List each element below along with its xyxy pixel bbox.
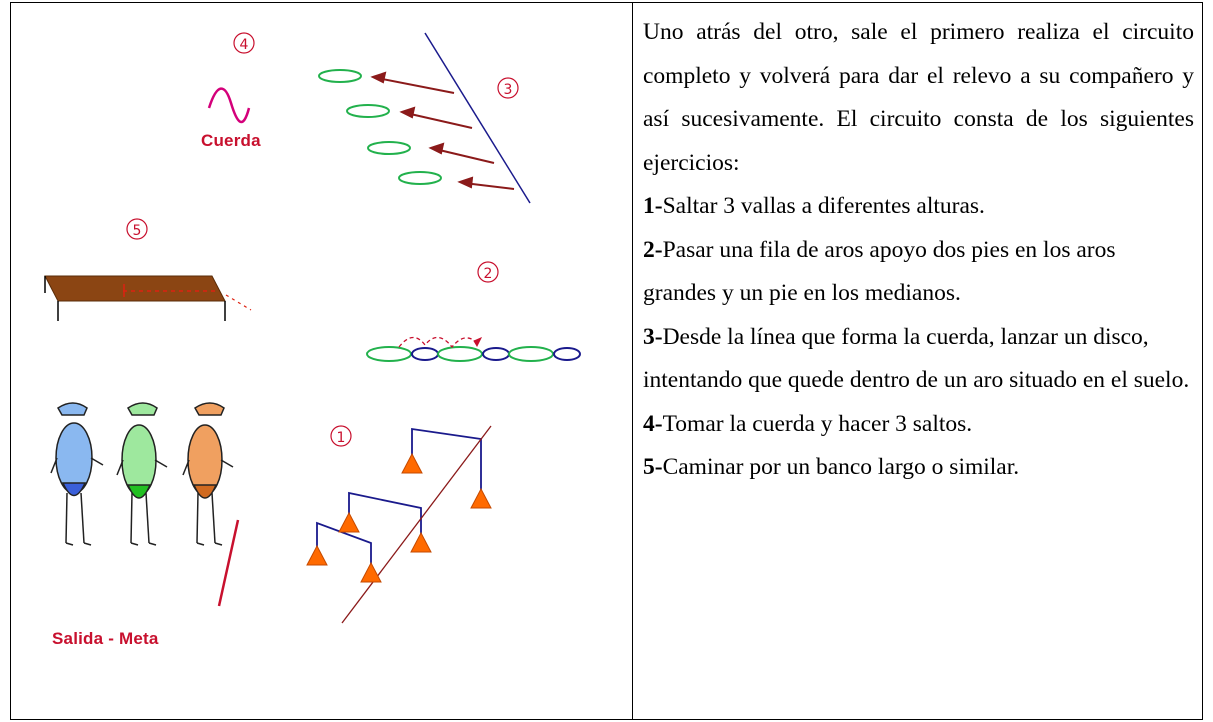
station-number-5: 5	[126, 218, 148, 240]
station-1-cones	[306, 452, 492, 583]
svg-text:5: 5	[133, 223, 142, 239]
svg-text:1: 1	[337, 430, 346, 446]
step-4: 4-Tomar la cuerda y hacer 3 saltos.	[643, 403, 1194, 447]
step-text: Caminar por un banco largo o similar.	[662, 454, 1020, 480]
step-number: 1-	[643, 193, 663, 219]
svg-text:4: 4	[240, 37, 249, 53]
svg-text:2: 2	[484, 266, 493, 282]
station-3-arrows	[370, 71, 515, 190]
step-2: 2-Pasar una fila de aros apoyo dos pies …	[643, 229, 1194, 316]
station-1-hurdles	[316, 427, 482, 573]
station-number-4: 4	[233, 32, 255, 54]
step-text: Desde la línea que forma la cuerda, lanz…	[643, 323, 1190, 394]
step-number: 3-	[643, 323, 663, 350]
start-finish-line	[217, 519, 240, 607]
intro-paragraph: Uno atrás del otro, sale el primero real…	[643, 19, 1194, 176]
step-5: 5-Caminar por un banco largo o similar.	[643, 446, 1194, 490]
step-number: 4-	[643, 410, 663, 437]
station-number-1: 1	[330, 425, 352, 447]
svg-text:3: 3	[504, 82, 513, 98]
step-3: 3-Desde la línea que forma la cuerda, la…	[643, 316, 1194, 403]
step-number: 5-	[643, 454, 663, 480]
station-number-2: 2	[477, 261, 499, 283]
rope-label: Cuerda	[201, 131, 261, 150]
instructions-text: Uno atrás del otro, sale el primero real…	[633, 3, 1202, 719]
run-line	[341, 425, 492, 624]
step-text: Saltar 3 vallas a diferentes alturas.	[662, 193, 985, 219]
player-orange	[182, 402, 234, 546]
station-2-hoops	[366, 336, 581, 362]
content-table: 4 3 5 2 1	[10, 2, 1203, 720]
rope-icon	[207, 87, 251, 124]
step-number: 2-	[643, 236, 663, 263]
step-1: 1-Saltar 3 vallas a diferentes alturas.	[643, 185, 1194, 229]
bench-icon	[44, 275, 252, 321]
player-blue	[50, 402, 104, 546]
player-green	[116, 402, 168, 546]
step-text: Tomar la cuerda y hacer 3 saltos.	[662, 410, 973, 437]
circuit-drawing: 4 3 5 2 1	[44, 32, 581, 624]
station-3-hoops	[318, 69, 442, 185]
step-text: Pasar una fila de aros apoyo dos pies en…	[643, 236, 1116, 307]
throw-line	[424, 32, 531, 204]
station-number-3: 3	[497, 77, 519, 99]
start-finish-label: Salida - Meta	[52, 629, 159, 648]
circuit-diagram: 4 3 5 2 1	[11, 3, 633, 719]
